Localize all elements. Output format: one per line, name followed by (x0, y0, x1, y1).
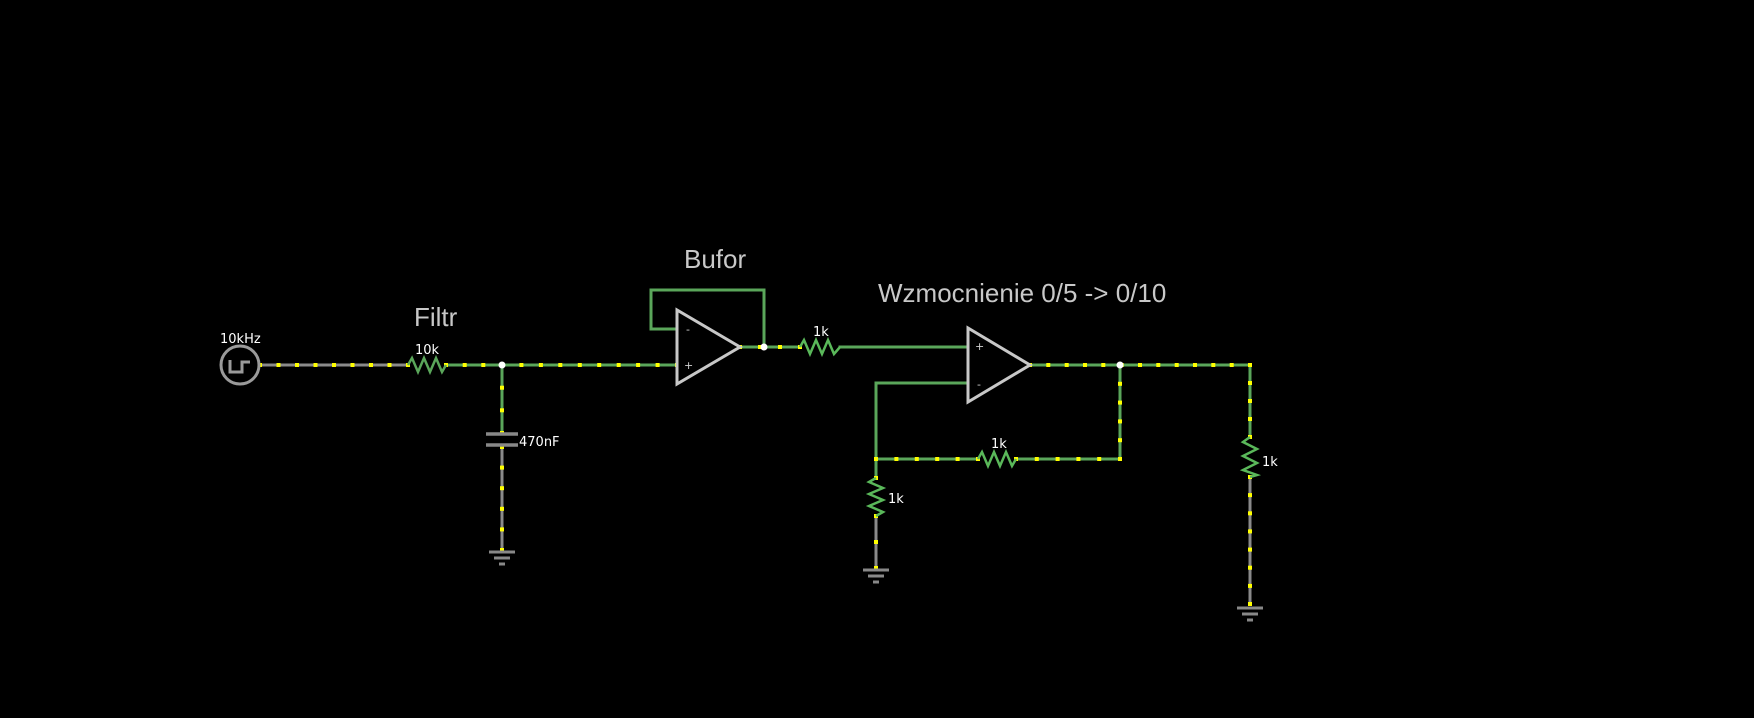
resistor-ground-label: 1k (888, 492, 904, 507)
current-dot (1248, 529, 1252, 534)
ground-icon (489, 550, 515, 566)
buffer-minus-pin: - (686, 323, 690, 336)
current-dot (1118, 438, 1122, 443)
gain-minus-pin: - (977, 378, 981, 391)
resistor-ground-icon[interactable] (865, 476, 887, 518)
current-dot (500, 408, 504, 413)
buffer-plus-pin: + (684, 359, 693, 372)
current-dot (538, 363, 543, 367)
current-dot (500, 445, 504, 449)
current-dot (1118, 381, 1122, 386)
resistor-series-label: 1k (813, 325, 829, 340)
square-wave-source-icon[interactable] (219, 344, 261, 386)
current-dot (462, 363, 467, 367)
current-dot (1248, 547, 1252, 552)
capacitor-icon[interactable] (486, 432, 518, 447)
resistor-feedback-icon[interactable] (976, 448, 1018, 470)
current-dot (914, 457, 919, 461)
current-dot (616, 363, 621, 367)
current-dot (481, 363, 486, 367)
current-dot (500, 506, 504, 511)
gain-title: Wzmocnienie 0/5 -> 0/10 (878, 278, 1166, 308)
resistor-load-icon[interactable] (1239, 435, 1262, 479)
current-dot (313, 363, 318, 367)
current-dot (500, 385, 504, 390)
current-dot (874, 457, 878, 461)
current-dot (1118, 419, 1122, 424)
current-dot (519, 363, 524, 367)
capacitor-label: 470nF (519, 435, 560, 450)
ground-icon (1237, 606, 1263, 622)
current-dot (387, 363, 392, 367)
current-dot (1083, 363, 1087, 367)
current-dot (1101, 363, 1106, 367)
filter-title: Filtr (414, 302, 458, 332)
current-dot (577, 363, 582, 367)
resistor-load-label: 1k (1262, 455, 1278, 470)
resistor-feedback-label: 1k (991, 437, 1007, 452)
current-dot (1076, 457, 1081, 461)
buffer-opamp-icon[interactable] (675, 307, 743, 387)
current-dot (1138, 363, 1142, 367)
current-dot (1248, 565, 1252, 570)
current-dot (350, 363, 355, 367)
resistor-10k-label: 10k (415, 343, 440, 358)
current-dot (500, 465, 504, 470)
wire-out-to-feedback[interactable] (1014, 363, 1122, 461)
resistor-10k-icon[interactable] (406, 354, 448, 376)
current-dot (1118, 457, 1122, 461)
current-dot (1248, 583, 1252, 588)
current-dot (1248, 511, 1252, 516)
current-dot (597, 363, 602, 367)
current-dot (935, 457, 940, 461)
current-dot (1229, 363, 1234, 367)
current-dot (500, 486, 504, 491)
current-dot (1055, 457, 1060, 461)
current-dot (955, 457, 960, 461)
current-dot (1046, 363, 1051, 367)
ground-icon (863, 568, 889, 584)
current-dots (258, 345, 1252, 606)
current-dot (1248, 493, 1252, 498)
current-dot (1034, 457, 1039, 461)
wire-buffer-feedback[interactable] (649, 288, 766, 349)
current-dot (1211, 363, 1216, 367)
source-frequency-label: 10kHz (220, 332, 261, 347)
current-dot (500, 548, 504, 552)
current-dot (1248, 381, 1252, 385)
current-dot (1156, 363, 1161, 367)
current-dot (1174, 363, 1179, 367)
current-dot (1118, 400, 1122, 405)
current-dot (332, 363, 336, 367)
current-dot (1193, 363, 1197, 367)
current-dot (655, 363, 660, 367)
current-dot (1248, 417, 1252, 421)
current-dot (276, 363, 281, 367)
current-dot (1248, 363, 1252, 367)
buffer-title: Bufor (684, 244, 746, 274)
current-dot (295, 363, 299, 367)
current-dot (778, 345, 782, 349)
current-dot (874, 566, 878, 570)
gain-out-node (1116, 361, 1124, 369)
current-dot (874, 540, 878, 544)
current-dot (558, 363, 563, 367)
current-dot (500, 527, 504, 532)
current-dot (1248, 602, 1252, 606)
wire-gain-minus[interactable] (874, 381, 970, 461)
gain-opamp-icon[interactable] (966, 325, 1033, 405)
junction-node (498, 361, 506, 369)
current-dot (1064, 363, 1069, 367)
current-dot (1097, 457, 1102, 461)
current-dot (758, 345, 762, 349)
current-dot (1248, 399, 1252, 403)
current-dot (636, 363, 641, 367)
gain-plus-pin: + (975, 340, 984, 353)
buffer-out-node (760, 343, 768, 351)
current-dot (894, 457, 899, 461)
current-dot (369, 363, 373, 367)
resistor-series-icon[interactable] (798, 336, 841, 358)
